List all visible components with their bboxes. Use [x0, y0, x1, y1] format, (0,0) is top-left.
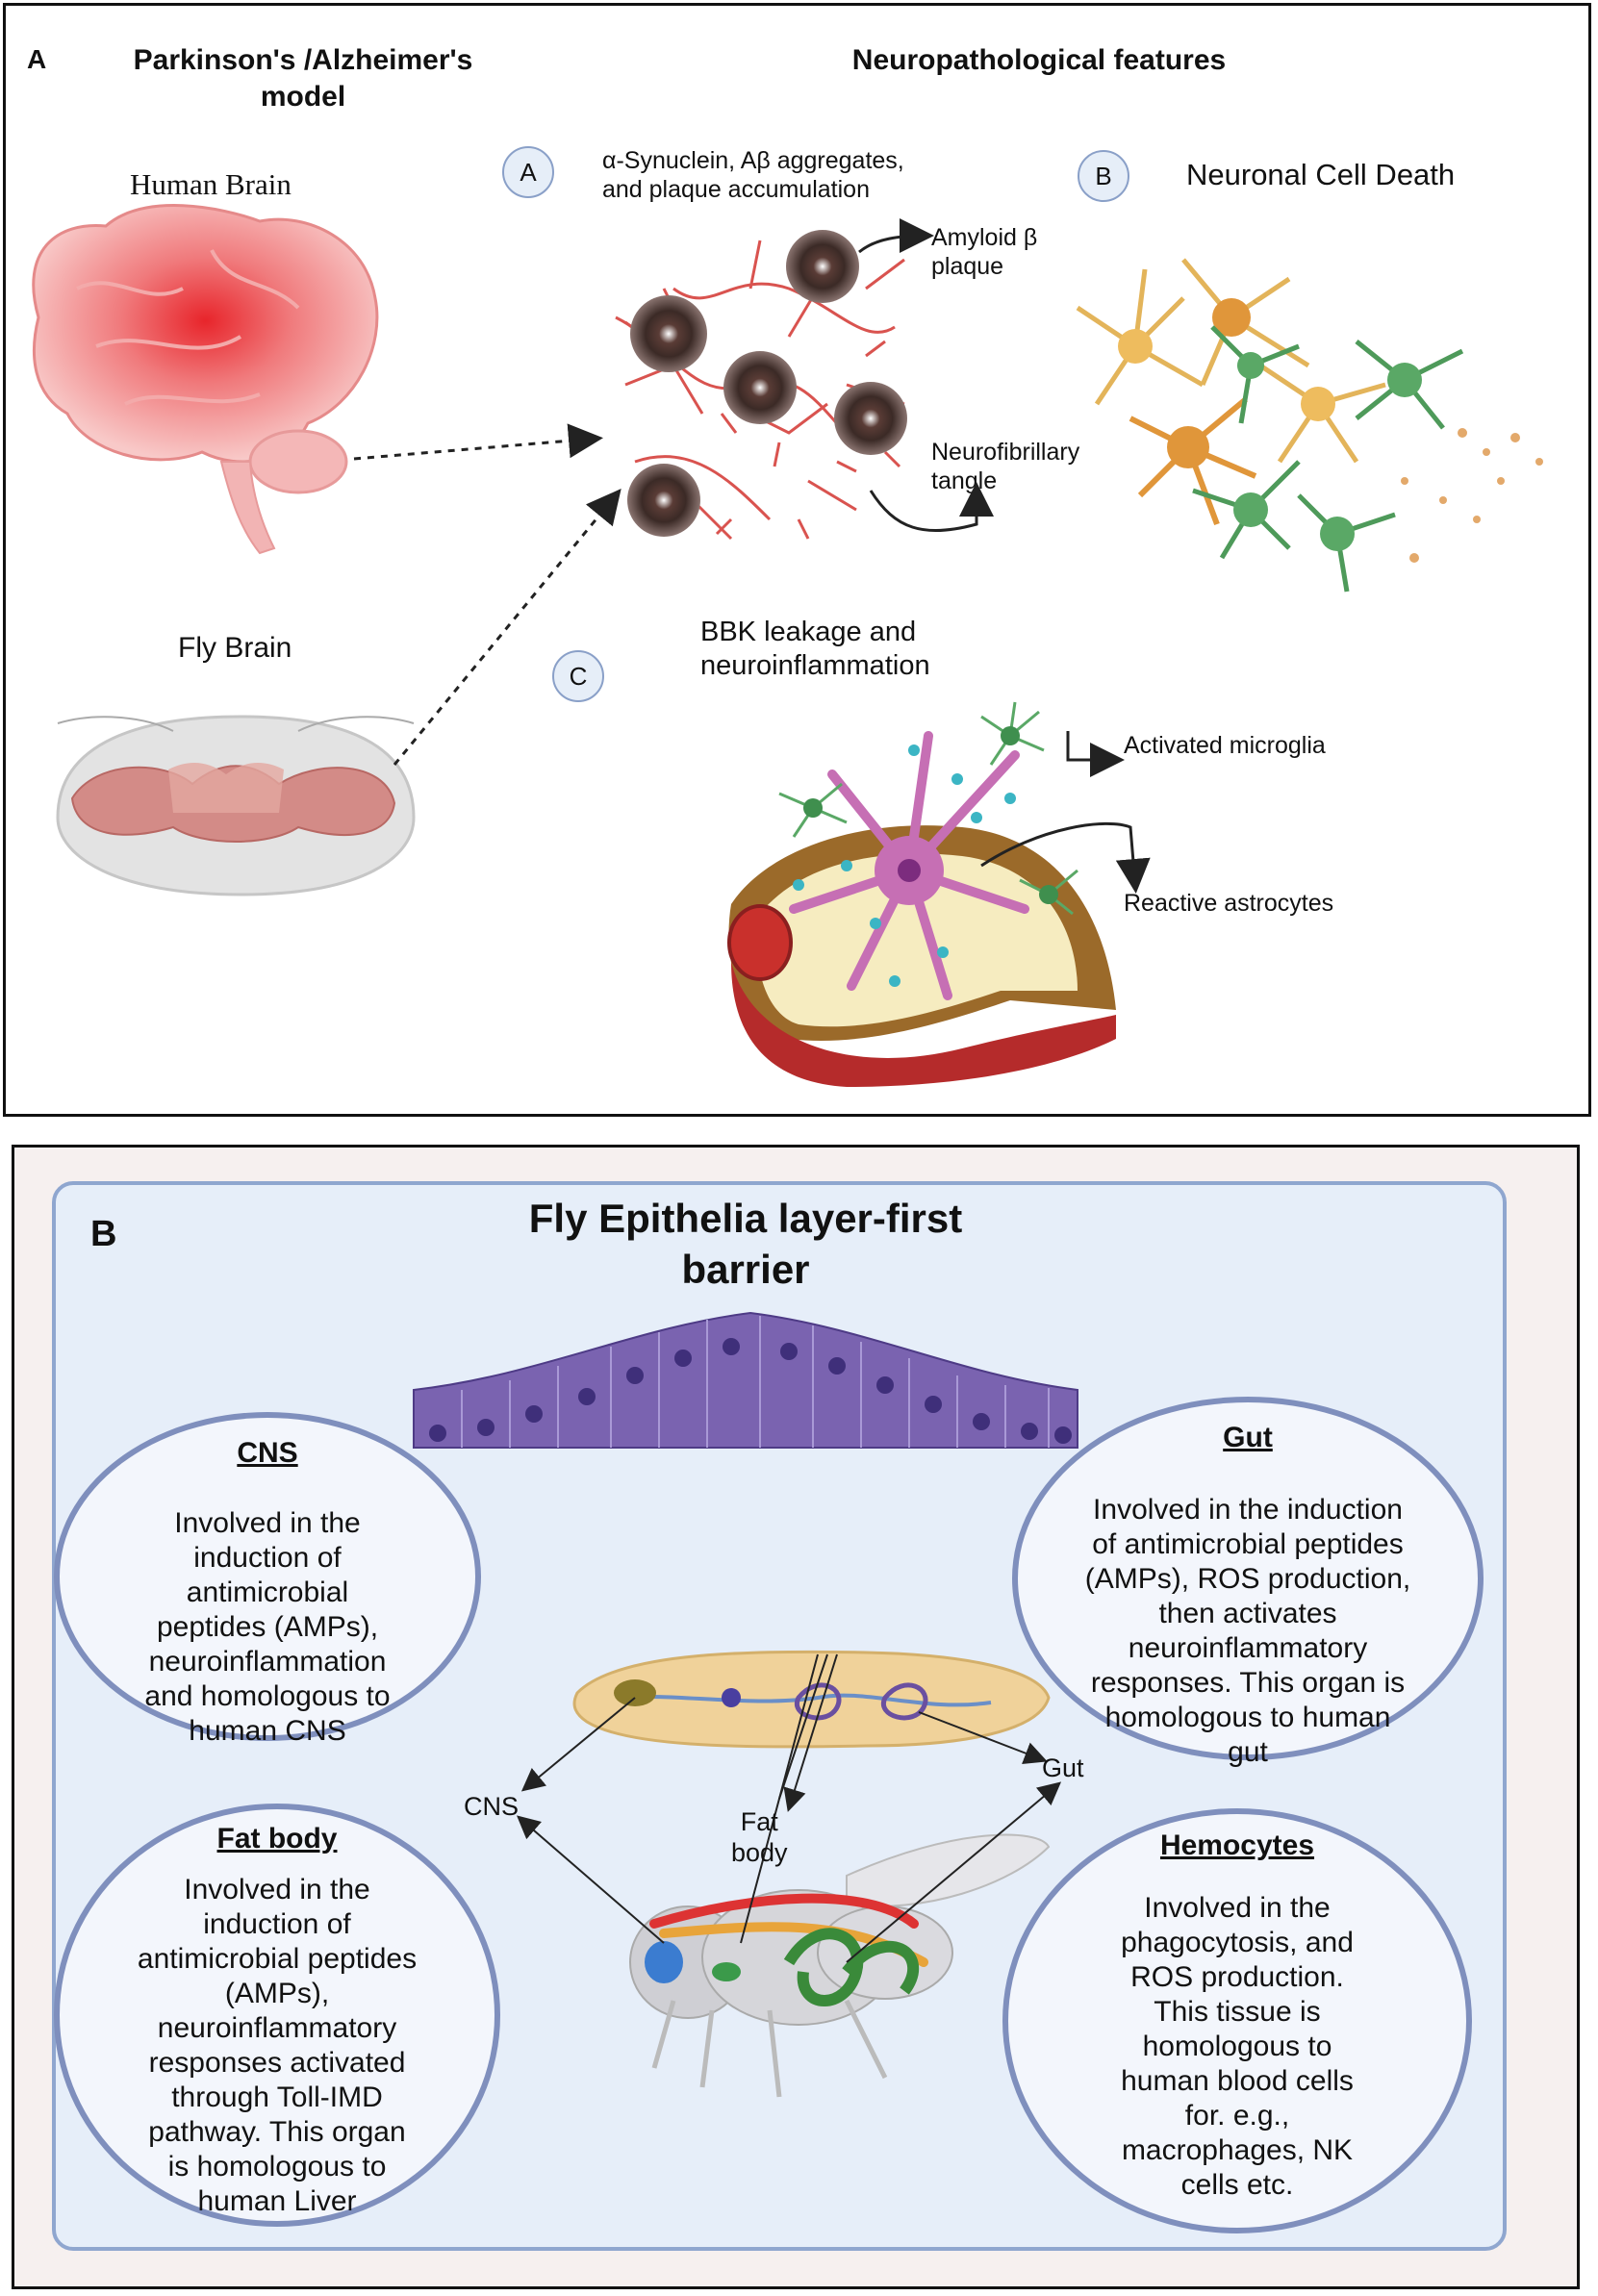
larva-cns-arrow	[520, 1697, 636, 1792]
panel-b-letter: B	[90, 1214, 117, 1254]
astrocytes-pointer	[980, 821, 1151, 894]
feature-a-badge: A	[502, 146, 554, 198]
fat-body-arrow-3	[740, 1653, 819, 1944]
panel-a-letter: A	[27, 44, 47, 74]
tangle-pointer	[869, 482, 994, 532]
fly-gut-arrow	[846, 1781, 1062, 1963]
cns-body: Involved in the induction of antimicrobi…	[144, 1507, 391, 1747]
feature-b-badge: B	[1078, 150, 1129, 202]
feature-c-badge: C	[552, 650, 604, 702]
microglia-label: Activated microglia	[1124, 732, 1326, 759]
amyloid-label: Amyloid β plaque	[931, 224, 1038, 280]
fat-body-title: Fat body	[216, 1823, 338, 1854]
feature-b-text: Neuronal Cell Death	[1186, 158, 1456, 191]
fly-brain-label: Fly Brain	[178, 632, 292, 664]
right-heading: Neuropathological features	[851, 44, 1227, 76]
adult-fly	[629, 1833, 1051, 2098]
hemocytes-body: Involved in the phagocytosis, and ROS pr…	[1121, 1892, 1354, 2201]
gut-ellipse: Gut Involved in the induction of antimic…	[1012, 1397, 1484, 1768]
cns-ellipse: CNS Involved in the induction of antimic…	[54, 1412, 481, 1747]
hemocytes-ellipse: Hemocytes Involved in the phagocytosis, …	[1002, 1808, 1472, 2233]
neuroinflammation-illustration	[727, 701, 1116, 1087]
human-brain-illustration	[32, 204, 379, 555]
astrocytes-label: Reactive astrocytes	[1124, 890, 1334, 917]
panel-b-title: Fly Epithelia layer-first barrier	[528, 1196, 963, 1292]
amyloid-pointer	[858, 218, 934, 254]
neuronal-death-illustration	[1076, 258, 1543, 593]
fly-cns-arrow	[516, 1815, 665, 1944]
feature-a-text: α-Synuclein, Aβ aggregates, and plaque a…	[602, 147, 904, 203]
diagram-label-gut: Gut	[1042, 1754, 1084, 1782]
hemocytes-title: Hemocytes	[1159, 1829, 1315, 1861]
amyloid-plaques	[627, 230, 907, 537]
human-brain-label: Human Brain	[130, 167, 292, 201]
epithelium-layer	[413, 1311, 1078, 1449]
fly-to-features-arrow	[393, 489, 621, 766]
cns-title: CNS	[237, 1437, 298, 1469]
fat-body-ellipse: Fat body Involved in the induction of an…	[54, 1804, 500, 2227]
feature-c-text: BBK leakage and neuroinflammation	[700, 617, 930, 681]
microglia-pointer	[1066, 731, 1125, 777]
fat-body-arrow-2	[778, 1653, 828, 1800]
gut-body: Involved in the induction of antimicrobi…	[1084, 1494, 1411, 1768]
fat-body-arrow-1	[783, 1653, 838, 1812]
diagram-label-fat-body: Fat body	[731, 1807, 788, 1867]
fly-brain-illustration	[56, 715, 416, 896]
left-heading: Parkinson's /Alzheimer's model	[133, 44, 473, 113]
diagram-label-cns: CNS	[464, 1792, 520, 1821]
larva-gut-arrow	[918, 1711, 1048, 1765]
fat-body-body: Involved in the induction of antimicrobi…	[137, 1874, 418, 2217]
gut-title: Gut	[1223, 1422, 1273, 1453]
